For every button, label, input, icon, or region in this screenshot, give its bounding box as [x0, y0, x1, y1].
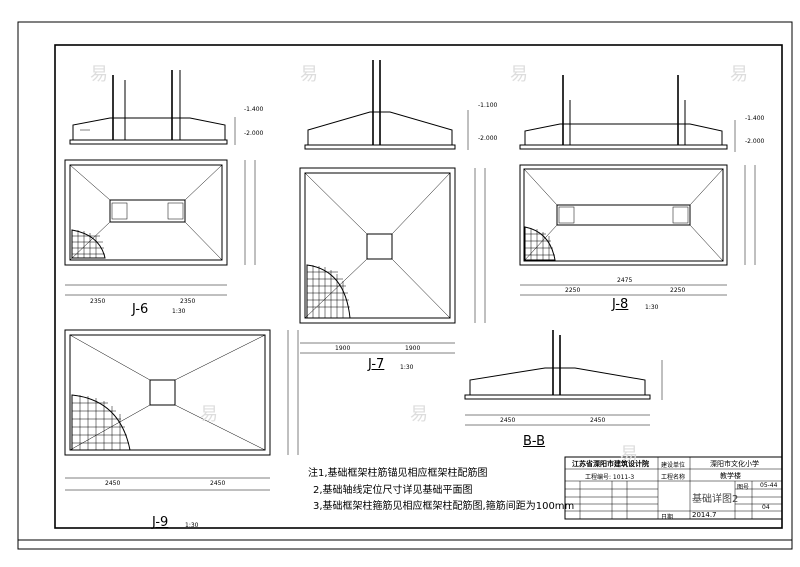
drawing-frame	[54, 44, 783, 529]
j8-scale: 1:30	[645, 304, 659, 311]
j6-scale: 1:30	[172, 308, 186, 315]
j7-scale: 1:30	[400, 364, 414, 371]
sheet-no: 04	[762, 504, 770, 511]
j9-dim-left: 2450	[105, 480, 121, 487]
note-3: 3,基础框架柱箍筋见相应框架柱配筋图,箍筋间距为100mm	[313, 501, 575, 512]
svg-text:易: 易	[410, 404, 428, 425]
j8-plan	[519, 164, 756, 296]
j6-dim-right: 2350	[180, 298, 196, 305]
j7-elev-top: -1.100	[478, 102, 498, 109]
j6-section	[69, 70, 236, 145]
date-label: 日期	[661, 514, 674, 521]
client-label: 建设单位	[661, 462, 686, 469]
j7-dim-left: 1900	[335, 345, 351, 352]
svg-text:易: 易	[200, 404, 218, 425]
j9-title: J-9	[152, 515, 169, 530]
j7-title: J-7	[368, 357, 385, 372]
note-2: 2,基础轴线定位尺寸详见基础平面图	[313, 485, 473, 496]
drawing-no-label: 图号	[737, 484, 750, 491]
j8-title: J-8	[612, 297, 629, 312]
j6-elev-top: -1.400	[244, 106, 264, 113]
note-1: 注1,基础框架柱筋锚见相应框架柱配筋图	[308, 468, 488, 479]
j9-scale: 1:30	[185, 522, 199, 529]
j7-dim-right: 1900	[405, 345, 421, 352]
bb-dim-left: 2450	[500, 417, 516, 424]
svg-text:易: 易	[620, 444, 638, 465]
svg-text:易: 易	[90, 64, 108, 85]
watermark: 易易易易 易易易	[90, 64, 748, 465]
j8-elev-top: -1.400	[745, 115, 765, 122]
bb-dim-right: 2450	[590, 417, 606, 424]
outer-border	[17, 21, 793, 550]
j8-section	[519, 75, 736, 152]
j7-elev-bottom: -2.000	[478, 135, 498, 142]
title-block	[564, 456, 783, 520]
j9-dim-right: 2450	[210, 480, 226, 487]
svg-text:易: 易	[730, 64, 748, 85]
project-label: 工程名称	[661, 474, 686, 481]
drawing-title: 基础详图2	[692, 494, 739, 505]
date: 2014.7	[692, 511, 717, 519]
j8-dim-left: 2250	[565, 287, 581, 294]
project-name: 教学楼	[720, 472, 741, 480]
bb-section	[464, 330, 663, 426]
client-name: 溧阳市文化小学	[710, 460, 759, 468]
institute-name: 江苏省溧阳市建筑设计院	[572, 460, 649, 468]
j9-plan	[64, 329, 299, 491]
j7-section	[304, 60, 469, 150]
j6-elev-bottom: -2.000	[244, 130, 264, 137]
project-number: 工程编号: 1011-3	[585, 474, 635, 481]
j7-plan	[299, 167, 486, 354]
j8-dim-right: 2250	[670, 287, 686, 294]
j6-plan	[64, 159, 256, 296]
j6-dim-left: 2350	[90, 298, 106, 305]
drawing-no: 05-44	[760, 482, 778, 489]
j8-dim-mid: 2475	[617, 277, 633, 284]
bb-title: B-B	[523, 434, 546, 449]
j8-elev-bottom: -2.000	[745, 138, 765, 145]
svg-text:易: 易	[510, 64, 528, 85]
j6-title: J-6	[132, 302, 149, 317]
svg-text:易: 易	[300, 64, 318, 85]
